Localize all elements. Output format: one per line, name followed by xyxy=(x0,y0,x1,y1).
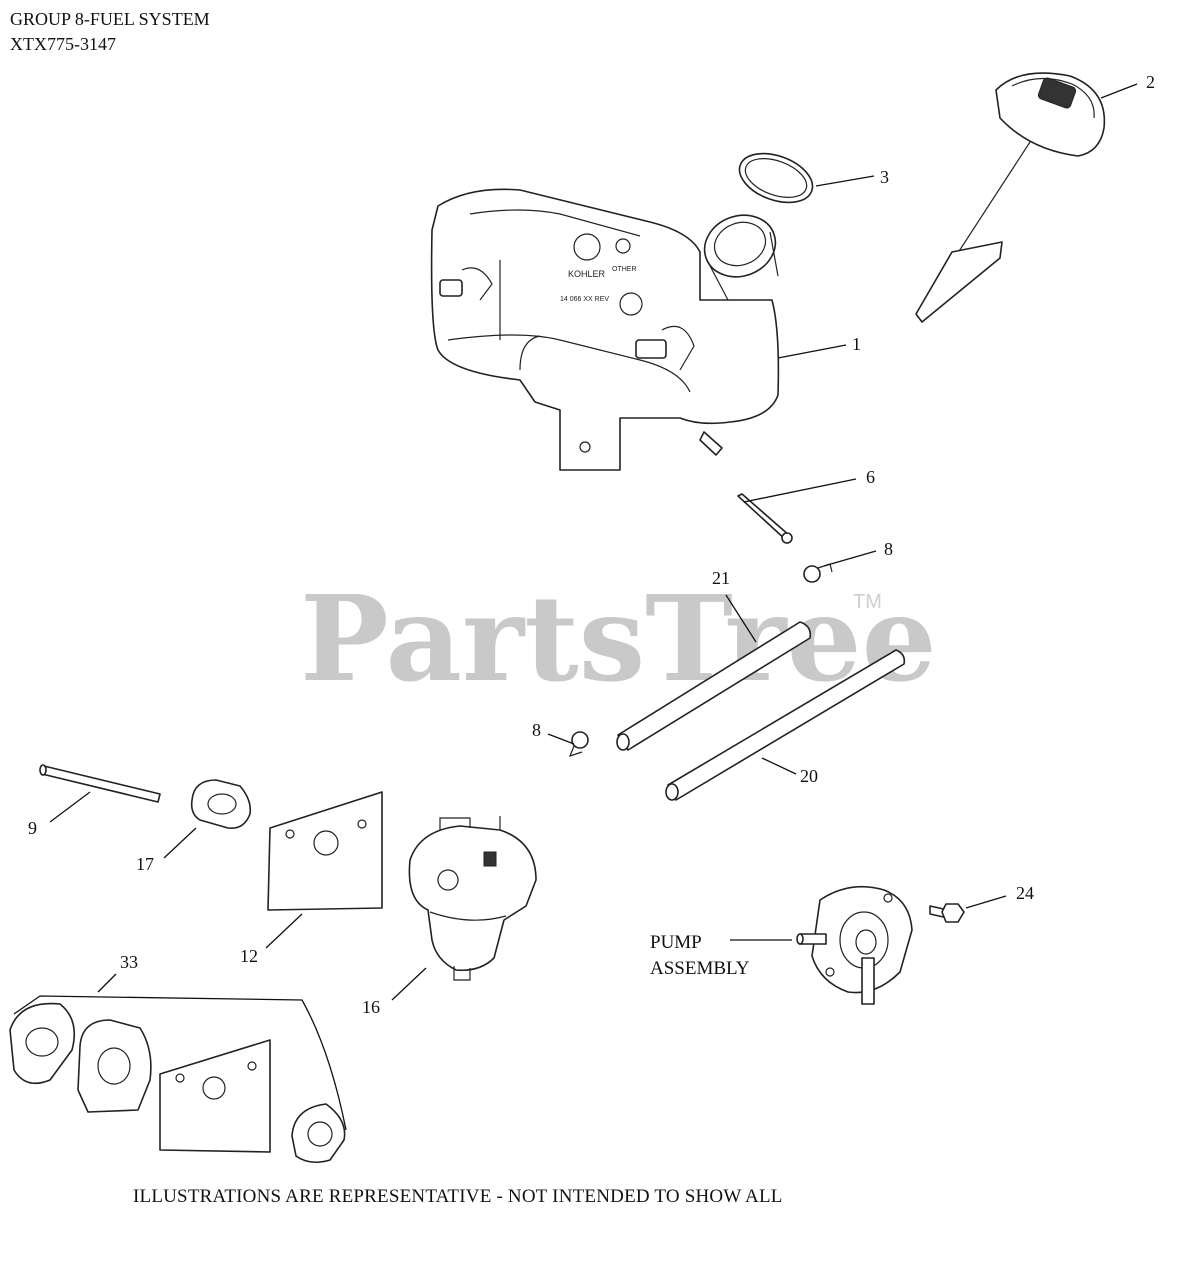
leader-line-2 xyxy=(1100,83,1138,99)
callout-12[interactable]: 12 xyxy=(240,946,258,966)
callout-8-upper[interactable]: 8 xyxy=(884,539,893,559)
disclaimer-footer: ILLUSTRATIONS ARE REPRESENTATIVE - NOT I… xyxy=(133,1186,783,1207)
tank-brand-label: KOHLER xyxy=(568,269,606,279)
fuel-line-part-20[interactable] xyxy=(665,649,906,801)
leader-line-16 xyxy=(391,967,427,1001)
leader-line-12 xyxy=(265,913,303,949)
screw-part-24[interactable] xyxy=(929,903,965,923)
leader-line-9 xyxy=(49,791,91,823)
screw-part-6[interactable] xyxy=(737,493,793,544)
fuel-cap-part-2[interactable] xyxy=(915,72,1106,323)
hose-clamp-part-8-lower[interactable] xyxy=(568,731,589,757)
callout-1[interactable]: 1 xyxy=(852,334,861,354)
watermark-text: PartsTree xyxy=(300,569,937,708)
leader-line-8-upper xyxy=(823,550,877,567)
leader-line-20 xyxy=(761,757,797,775)
leader-line-21 xyxy=(725,594,757,643)
callout-24[interactable]: 24 xyxy=(1016,883,1034,903)
leader-line-6 xyxy=(743,478,857,503)
callout-17[interactable]: 17 xyxy=(136,854,154,874)
leader-line-1 xyxy=(777,344,847,359)
watermark-trademark: TM xyxy=(853,591,882,613)
leader-line-8-lower xyxy=(547,733,575,745)
fuel-pump-assembly[interactable] xyxy=(796,885,913,1005)
leader-line-3 xyxy=(815,175,875,187)
stud-part-9[interactable] xyxy=(39,764,161,803)
callout-8-lower[interactable]: 8 xyxy=(532,720,541,740)
callout-20[interactable]: 20 xyxy=(800,766,818,786)
hose-clamp-part-8-upper[interactable] xyxy=(803,563,833,583)
callout-2[interactable]: 2 xyxy=(1146,72,1155,92)
pump-label-line2[interactable]: ASSEMBLY xyxy=(650,958,750,979)
leader-line-17 xyxy=(163,827,197,859)
leader-line-24 xyxy=(965,895,1007,909)
carburetor-part-16[interactable] xyxy=(408,816,537,981)
o-ring-part-3[interactable] xyxy=(733,144,819,211)
callout-33[interactable]: 33 xyxy=(120,952,138,972)
fuel-tank-part-1[interactable]: KOHLER 14 066 XX REV OTHER xyxy=(430,188,784,471)
diagram-group-title: GROUP 8-FUEL SYSTEM xyxy=(10,9,210,29)
pump-label-line1[interactable]: PUMP xyxy=(650,932,702,953)
callout-21[interactable]: 21 xyxy=(712,568,730,588)
callout-16[interactable]: 16 xyxy=(362,997,380,1017)
leader-line-33 xyxy=(97,973,117,993)
callout-6[interactable]: 6 xyxy=(866,467,875,487)
gasket-part-17[interactable] xyxy=(190,779,252,830)
model-number: XTX775-3147 xyxy=(10,34,116,54)
tank-other-label: OTHER xyxy=(612,266,637,273)
spacer-plate-part-12[interactable] xyxy=(267,791,383,911)
callout-3[interactable]: 3 xyxy=(880,167,889,187)
callout-9[interactable]: 9 xyxy=(28,818,37,838)
fuel-line-part-21[interactable] xyxy=(616,621,812,751)
gasket-kit-part-33[interactable] xyxy=(9,995,347,1164)
tank-code-label: 14 066 XX REV xyxy=(560,296,609,303)
